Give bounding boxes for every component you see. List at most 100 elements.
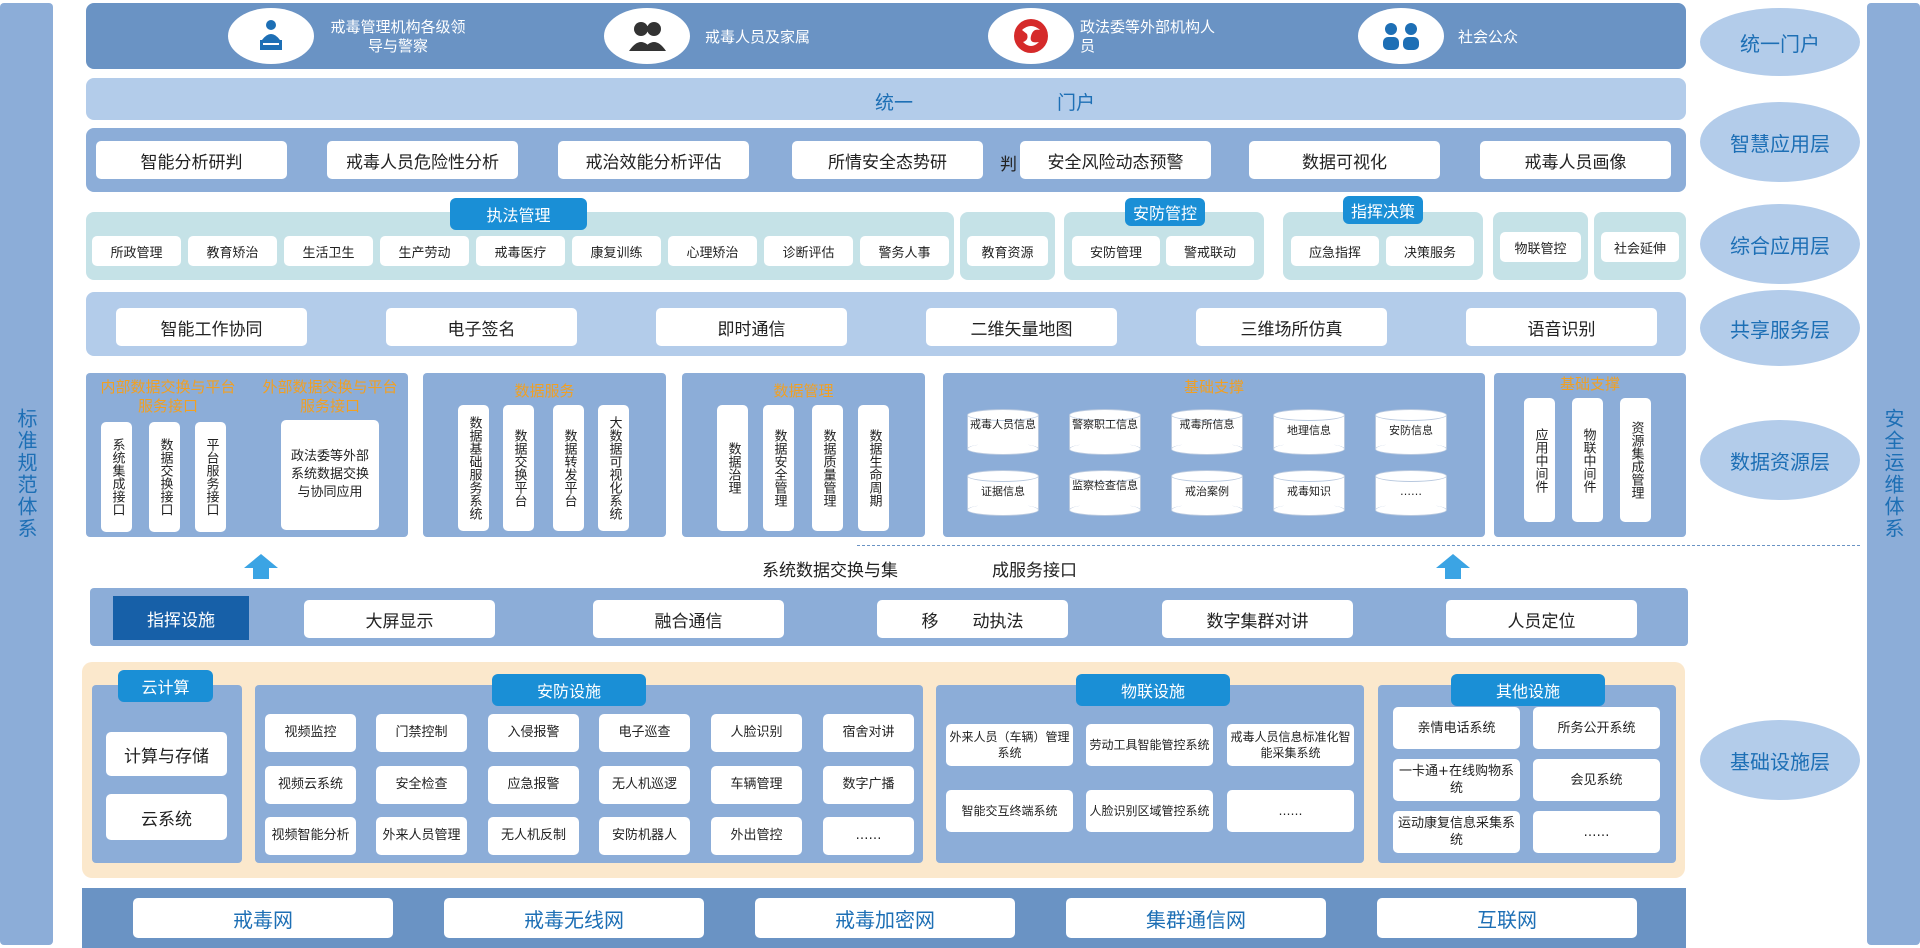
social-extension-item[interactable]: 社会延伸 bbox=[1601, 232, 1679, 262]
data-management-item[interactable]: 数据安全管理 bbox=[763, 405, 794, 531]
data-service-item[interactable]: 数据基础服务系统 bbox=[458, 405, 489, 531]
security-facility-item[interactable]: 数字广播 bbox=[823, 766, 914, 804]
command-decision-item[interactable]: 应急指挥 bbox=[1291, 236, 1379, 266]
basic-data-cylinder[interactable]: 安防信息 bbox=[1375, 409, 1447, 455]
middleware-item[interactable]: 资源集成管理 bbox=[1620, 398, 1651, 522]
network-item[interactable]: 互联网 bbox=[1377, 898, 1637, 938]
smart-app-item[interactable]: 安全风险动态预警 bbox=[1020, 141, 1211, 179]
shared-service-item[interactable]: 二维矢量地图 bbox=[926, 308, 1117, 346]
basic-data-cylinder[interactable]: 戒治案例 bbox=[1171, 470, 1243, 516]
basic-data-cylinder[interactable]: …… bbox=[1375, 470, 1447, 516]
law-item[interactable]: 警务人事 bbox=[860, 236, 949, 266]
security-facility-item[interactable]: 视频云系统 bbox=[265, 766, 356, 804]
law-item[interactable]: 生产劳动 bbox=[380, 236, 469, 266]
middleware-item[interactable]: 物联中间件 bbox=[1572, 398, 1603, 522]
edu-resource-item[interactable]: 教育资源 bbox=[967, 236, 1048, 266]
security-facility-item[interactable]: 电子巡查 bbox=[599, 714, 690, 752]
command-facility-item[interactable]: 融合通信 bbox=[593, 600, 784, 638]
command-facility-item-part: 移 bbox=[921, 611, 939, 632]
other-facility-item[interactable]: 运动康复信息采集系统 bbox=[1393, 811, 1520, 853]
law-item[interactable]: 所政管理 bbox=[92, 236, 181, 266]
basic-data-cylinder[interactable]: 戒毒人员信息 bbox=[967, 409, 1039, 455]
data-service-item[interactable]: 数据交换平台 bbox=[503, 405, 534, 531]
data-management-item[interactable]: 数据生命周期 bbox=[858, 405, 889, 531]
smart-app-item[interactable]: 所情安全态势研 bbox=[792, 141, 983, 179]
internal-exchange-item[interactable]: 数据交换接口 bbox=[149, 422, 180, 532]
law-item[interactable]: 康复训练 bbox=[572, 236, 661, 266]
security-facility-item[interactable]: 门禁控制 bbox=[376, 714, 467, 752]
security-facility-item[interactable]: 宿舍对讲 bbox=[823, 714, 914, 752]
iot-facility-item[interactable]: 戒毒人员信息标准化智能采集系统 bbox=[1227, 724, 1354, 766]
security-control-item[interactable]: 警戒联动 bbox=[1166, 236, 1254, 266]
security-facility-item[interactable]: 视频智能分析 bbox=[265, 817, 356, 855]
security-facility-item[interactable]: 外来人员管理 bbox=[376, 817, 467, 855]
command-facility-item[interactable]: 人员定位 bbox=[1446, 600, 1637, 638]
security-facility-item[interactable]: 应急报警 bbox=[488, 766, 579, 804]
iot-facility-item[interactable]: …… bbox=[1227, 790, 1354, 832]
shared-service-item[interactable]: 即时通信 bbox=[656, 308, 847, 346]
command-decision-item[interactable]: 决策服务 bbox=[1386, 236, 1474, 266]
smart-app-item[interactable]: 智能分析研判 bbox=[96, 141, 287, 179]
data-service-item[interactable]: 大数据可视化系统 bbox=[598, 405, 629, 531]
network-item[interactable]: 集群通信网 bbox=[1066, 898, 1326, 938]
iot-facility-item[interactable]: 人脸识别区域管控系统 bbox=[1086, 790, 1213, 832]
security-facility-item[interactable]: 人脸识别 bbox=[711, 714, 802, 752]
internal-exchange-item[interactable]: 系统集成接口 bbox=[101, 422, 132, 532]
network-item[interactable]: 戒毒网 bbox=[133, 898, 393, 938]
data-service-item[interactable]: 数据转发平台 bbox=[553, 405, 584, 531]
basic-data-label: 戒毒所信息 bbox=[1179, 418, 1235, 431]
data-management-item[interactable]: 数据质量管理 bbox=[812, 405, 843, 531]
basic-data-cylinder[interactable]: 地理信息 bbox=[1273, 409, 1345, 455]
shared-service-item[interactable]: 三维场所仿真 bbox=[1196, 308, 1387, 346]
security-facility-item[interactable]: 安全检查 bbox=[376, 766, 467, 804]
smart-app-item[interactable]: 戒毒人员画像 bbox=[1480, 141, 1671, 179]
security-facility-item[interactable]: 外出管控 bbox=[711, 817, 802, 855]
security-facility-item[interactable]: …… bbox=[823, 817, 914, 855]
other-facility-item[interactable]: 一卡通+在线购物系统 bbox=[1393, 759, 1520, 801]
network-item[interactable]: 戒毒无线网 bbox=[444, 898, 704, 938]
cloud-item[interactable]: 计算与存储 bbox=[106, 732, 227, 776]
basic-data-cylinder[interactable]: 戒毒知识 bbox=[1273, 470, 1345, 516]
security-facility-item[interactable]: 无人机巡逻 bbox=[599, 766, 690, 804]
command-facility-item[interactable]: 数字集群对讲 bbox=[1162, 600, 1353, 638]
data-management-item[interactable]: 数据治理 bbox=[717, 405, 748, 531]
law-item[interactable]: 生活卫生 bbox=[284, 236, 373, 266]
iot-facility-item[interactable]: 智能交互终端系统 bbox=[946, 790, 1073, 832]
basic-data-label: 地理信息 bbox=[1287, 424, 1331, 437]
security-facility-item[interactable]: 无人机反制 bbox=[488, 817, 579, 855]
law-item[interactable]: 诊断评估 bbox=[764, 236, 853, 266]
security-facility-item[interactable]: 视频监控 bbox=[265, 714, 356, 752]
shared-service-item[interactable]: 语音识别 bbox=[1466, 308, 1657, 346]
smart-app-item[interactable]: 数据可视化 bbox=[1249, 141, 1440, 179]
iot-control-item[interactable]: 物联管控 bbox=[1500, 232, 1581, 262]
basic-data-cylinder[interactable]: 警察职工信息 bbox=[1069, 409, 1141, 455]
basic-data-cylinder[interactable]: 戒毒所信息 bbox=[1171, 409, 1243, 455]
basic-data-cylinder[interactable]: 监察检查信息 bbox=[1069, 470, 1141, 516]
middleware-item[interactable]: 应用中间件 bbox=[1524, 398, 1555, 522]
other-facility-item[interactable]: 亲情电话系统 bbox=[1393, 707, 1520, 749]
shared-service-item[interactable]: 电子签名 bbox=[386, 308, 577, 346]
internal-exchange-item[interactable]: 平台服务接口 bbox=[195, 422, 226, 532]
security-control-item[interactable]: 安防管理 bbox=[1072, 236, 1160, 266]
other-facility-item[interactable]: 会见系统 bbox=[1533, 759, 1660, 801]
law-item[interactable]: 心理矫治 bbox=[668, 236, 757, 266]
command-facility-item[interactable]: 大屏显示 bbox=[304, 600, 495, 638]
shared-service-item[interactable]: 智能工作协同 bbox=[116, 308, 307, 346]
security-facility-item[interactable]: 入侵报警 bbox=[488, 714, 579, 752]
basic-data-cylinder[interactable]: 证据信息 bbox=[967, 470, 1039, 516]
external-exchange-box[interactable]: 政法委等外部系统数据交换与协同应用 bbox=[281, 420, 379, 530]
mobile-enforcement-button[interactable]: 移动执法 bbox=[877, 600, 1068, 638]
smart-app-item[interactable]: 戒毒人员危险性分析 bbox=[327, 141, 518, 179]
law-item[interactable]: 教育矫治 bbox=[188, 236, 277, 266]
smart-app-item[interactable]: 戒治效能分析评估 bbox=[558, 141, 749, 179]
law-item[interactable]: 戒毒医疗 bbox=[476, 236, 565, 266]
security-facility-item[interactable]: 车辆管理 bbox=[711, 766, 802, 804]
command-facility-selected[interactable]: 指挥设施 bbox=[113, 596, 249, 640]
cloud-item[interactable]: 云系统 bbox=[106, 794, 227, 840]
iot-facility-item[interactable]: 外来人员（车辆）管理系统 bbox=[946, 724, 1073, 766]
security-facility-item[interactable]: 安防机器人 bbox=[599, 817, 690, 855]
iot-facility-item[interactable]: 劳动工具智能管控系统 bbox=[1086, 724, 1213, 766]
other-facility-item[interactable]: …… bbox=[1533, 811, 1660, 853]
network-item[interactable]: 戒毒加密网 bbox=[755, 898, 1015, 938]
other-facility-item[interactable]: 所务公开系统 bbox=[1533, 707, 1660, 749]
